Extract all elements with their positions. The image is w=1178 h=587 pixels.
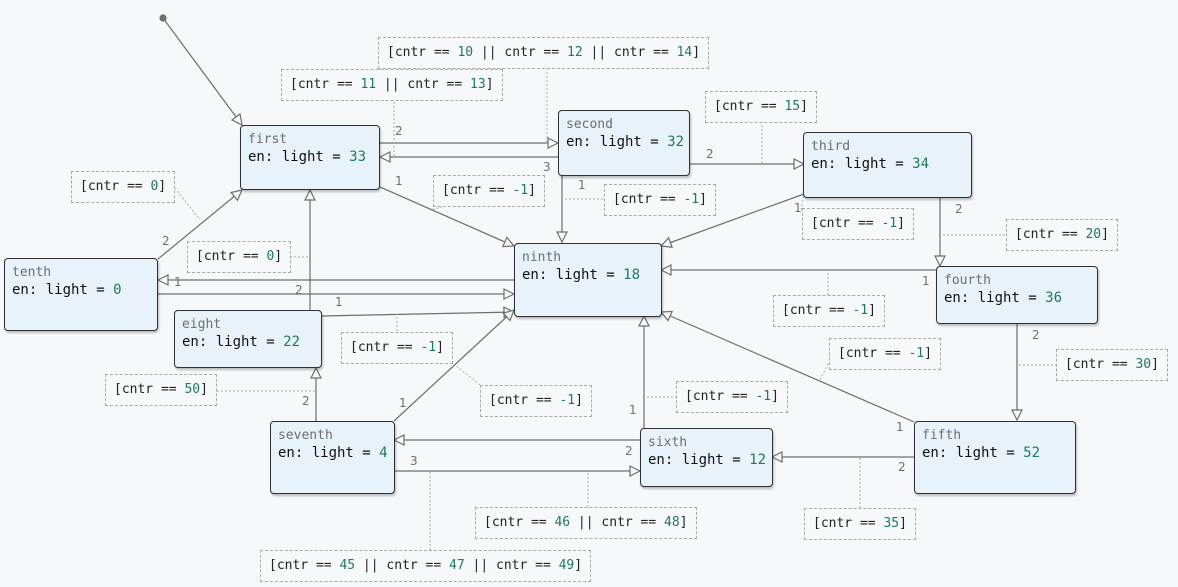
guard-label: [cntr == 0]: [187, 241, 292, 273]
guard-label: [cntr == 10 || cntr == 12 || cntr == 14]: [378, 37, 710, 69]
transition-tenth-first: [157, 190, 242, 260]
priority-label: 1: [399, 396, 407, 410]
state-sixth[interactable]: sixth en: light = 12: [640, 428, 773, 487]
priority-label: 3: [543, 160, 551, 174]
state-name: second: [566, 117, 613, 132]
priority-label: 3: [410, 454, 418, 468]
guard-label: [cntr == -1]: [676, 381, 788, 413]
priority-label: 2: [295, 283, 303, 297]
state-fourth[interactable]: fourth en: light = 36: [936, 266, 1098, 324]
priority-label: 2: [162, 234, 170, 248]
initial-transition: [162, 17, 242, 125]
priority-label: 2: [625, 444, 633, 458]
state-name: ninth: [522, 250, 562, 265]
priority-label: 1: [896, 420, 904, 434]
state-name: tenth: [12, 265, 52, 280]
guard-label: [cntr == 0]: [71, 171, 176, 203]
state-entry-action: en: light = 4: [278, 445, 388, 461]
priority-label: 2: [1032, 328, 1040, 342]
priority-label: 1: [578, 178, 586, 192]
state-name: sixth: [648, 435, 688, 450]
transition-fifth-ninth: [661, 312, 915, 423]
guard-label: [cntr == 30]: [1056, 349, 1168, 381]
state-name: fourth: [944, 273, 991, 288]
transition-first-ninth: [379, 186, 514, 246]
state-second[interactable]: second en: light = 32: [558, 110, 690, 176]
transition-seventh-ninth: [393, 310, 514, 422]
priority-label: 2: [955, 202, 963, 216]
guard-label: [cntr == -1]: [829, 338, 941, 370]
transition-eight-ninth: [320, 312, 514, 316]
guard-label: [cntr == -1]: [341, 332, 453, 364]
guard-label: [cntr == 11 || cntr == 13]: [281, 69, 503, 101]
state-third[interactable]: third en: light = 34: [803, 132, 972, 198]
state-name: third: [811, 139, 851, 154]
state-entry-action: en: light = 34: [811, 156, 930, 172]
guard-label: [cntr == -1]: [480, 385, 592, 417]
transition-third-ninth: [661, 193, 805, 246]
state-seventh[interactable]: seventh en: light = 4: [270, 421, 395, 494]
state-name: fifth: [922, 428, 962, 443]
guard-leaders: [174, 68, 1057, 550]
priority-label: 2: [706, 147, 714, 161]
state-entry-action: en: light = 33: [248, 149, 367, 165]
priority-label: 2: [898, 460, 906, 474]
guard-label: [cntr == -1]: [773, 295, 885, 327]
guard-label: [cntr == -1]: [604, 184, 716, 216]
state-entry-action: en: light = 52: [922, 445, 1041, 461]
state-eight[interactable]: eight en: light = 22: [174, 310, 322, 368]
state-entry-action: en: light = 22: [182, 334, 301, 350]
guard-label: [cntr == 35]: [804, 508, 916, 540]
priority-label: 2: [302, 394, 310, 408]
priority-label: 1: [335, 295, 343, 309]
priority-label: 2: [395, 124, 403, 138]
state-first[interactable]: first en: light = 33: [240, 125, 380, 190]
guard-label: [cntr == 50]: [105, 374, 217, 406]
priority-label: 1: [922, 274, 930, 288]
state-ninth[interactable]: ninth en: light = 18: [514, 243, 662, 317]
state-tenth[interactable]: tenth en: light = 0: [4, 258, 158, 331]
state-entry-action: en: light = 0: [12, 282, 122, 298]
state-fifth[interactable]: fifth en: light = 52: [914, 421, 1076, 494]
guard-label: [cntr == -1]: [433, 175, 545, 207]
state-entry-action: en: light = 12: [648, 452, 767, 468]
state-name: eight: [182, 317, 222, 332]
state-entry-action: en: light = 36: [944, 290, 1063, 306]
priority-label: 1: [395, 174, 403, 188]
priority-label: 1: [794, 201, 802, 215]
guard-label: [cntr == 45 || cntr == 47 || cntr == 49]: [260, 550, 592, 582]
state-entry-action: en: light = 32: [566, 134, 685, 150]
priority-label: 1: [629, 403, 637, 417]
state-name: first: [248, 132, 288, 147]
guard-label: [cntr == 15]: [705, 91, 817, 123]
state-entry-action: en: light = 18: [522, 267, 641, 283]
guard-label: [cntr == 46 || cntr == 48]: [475, 507, 697, 539]
state-name: seventh: [278, 428, 333, 443]
guard-label: [cntr == -1]: [802, 208, 914, 240]
priority-label: 1: [174, 275, 182, 289]
guard-label: [cntr == 20]: [1006, 219, 1118, 251]
